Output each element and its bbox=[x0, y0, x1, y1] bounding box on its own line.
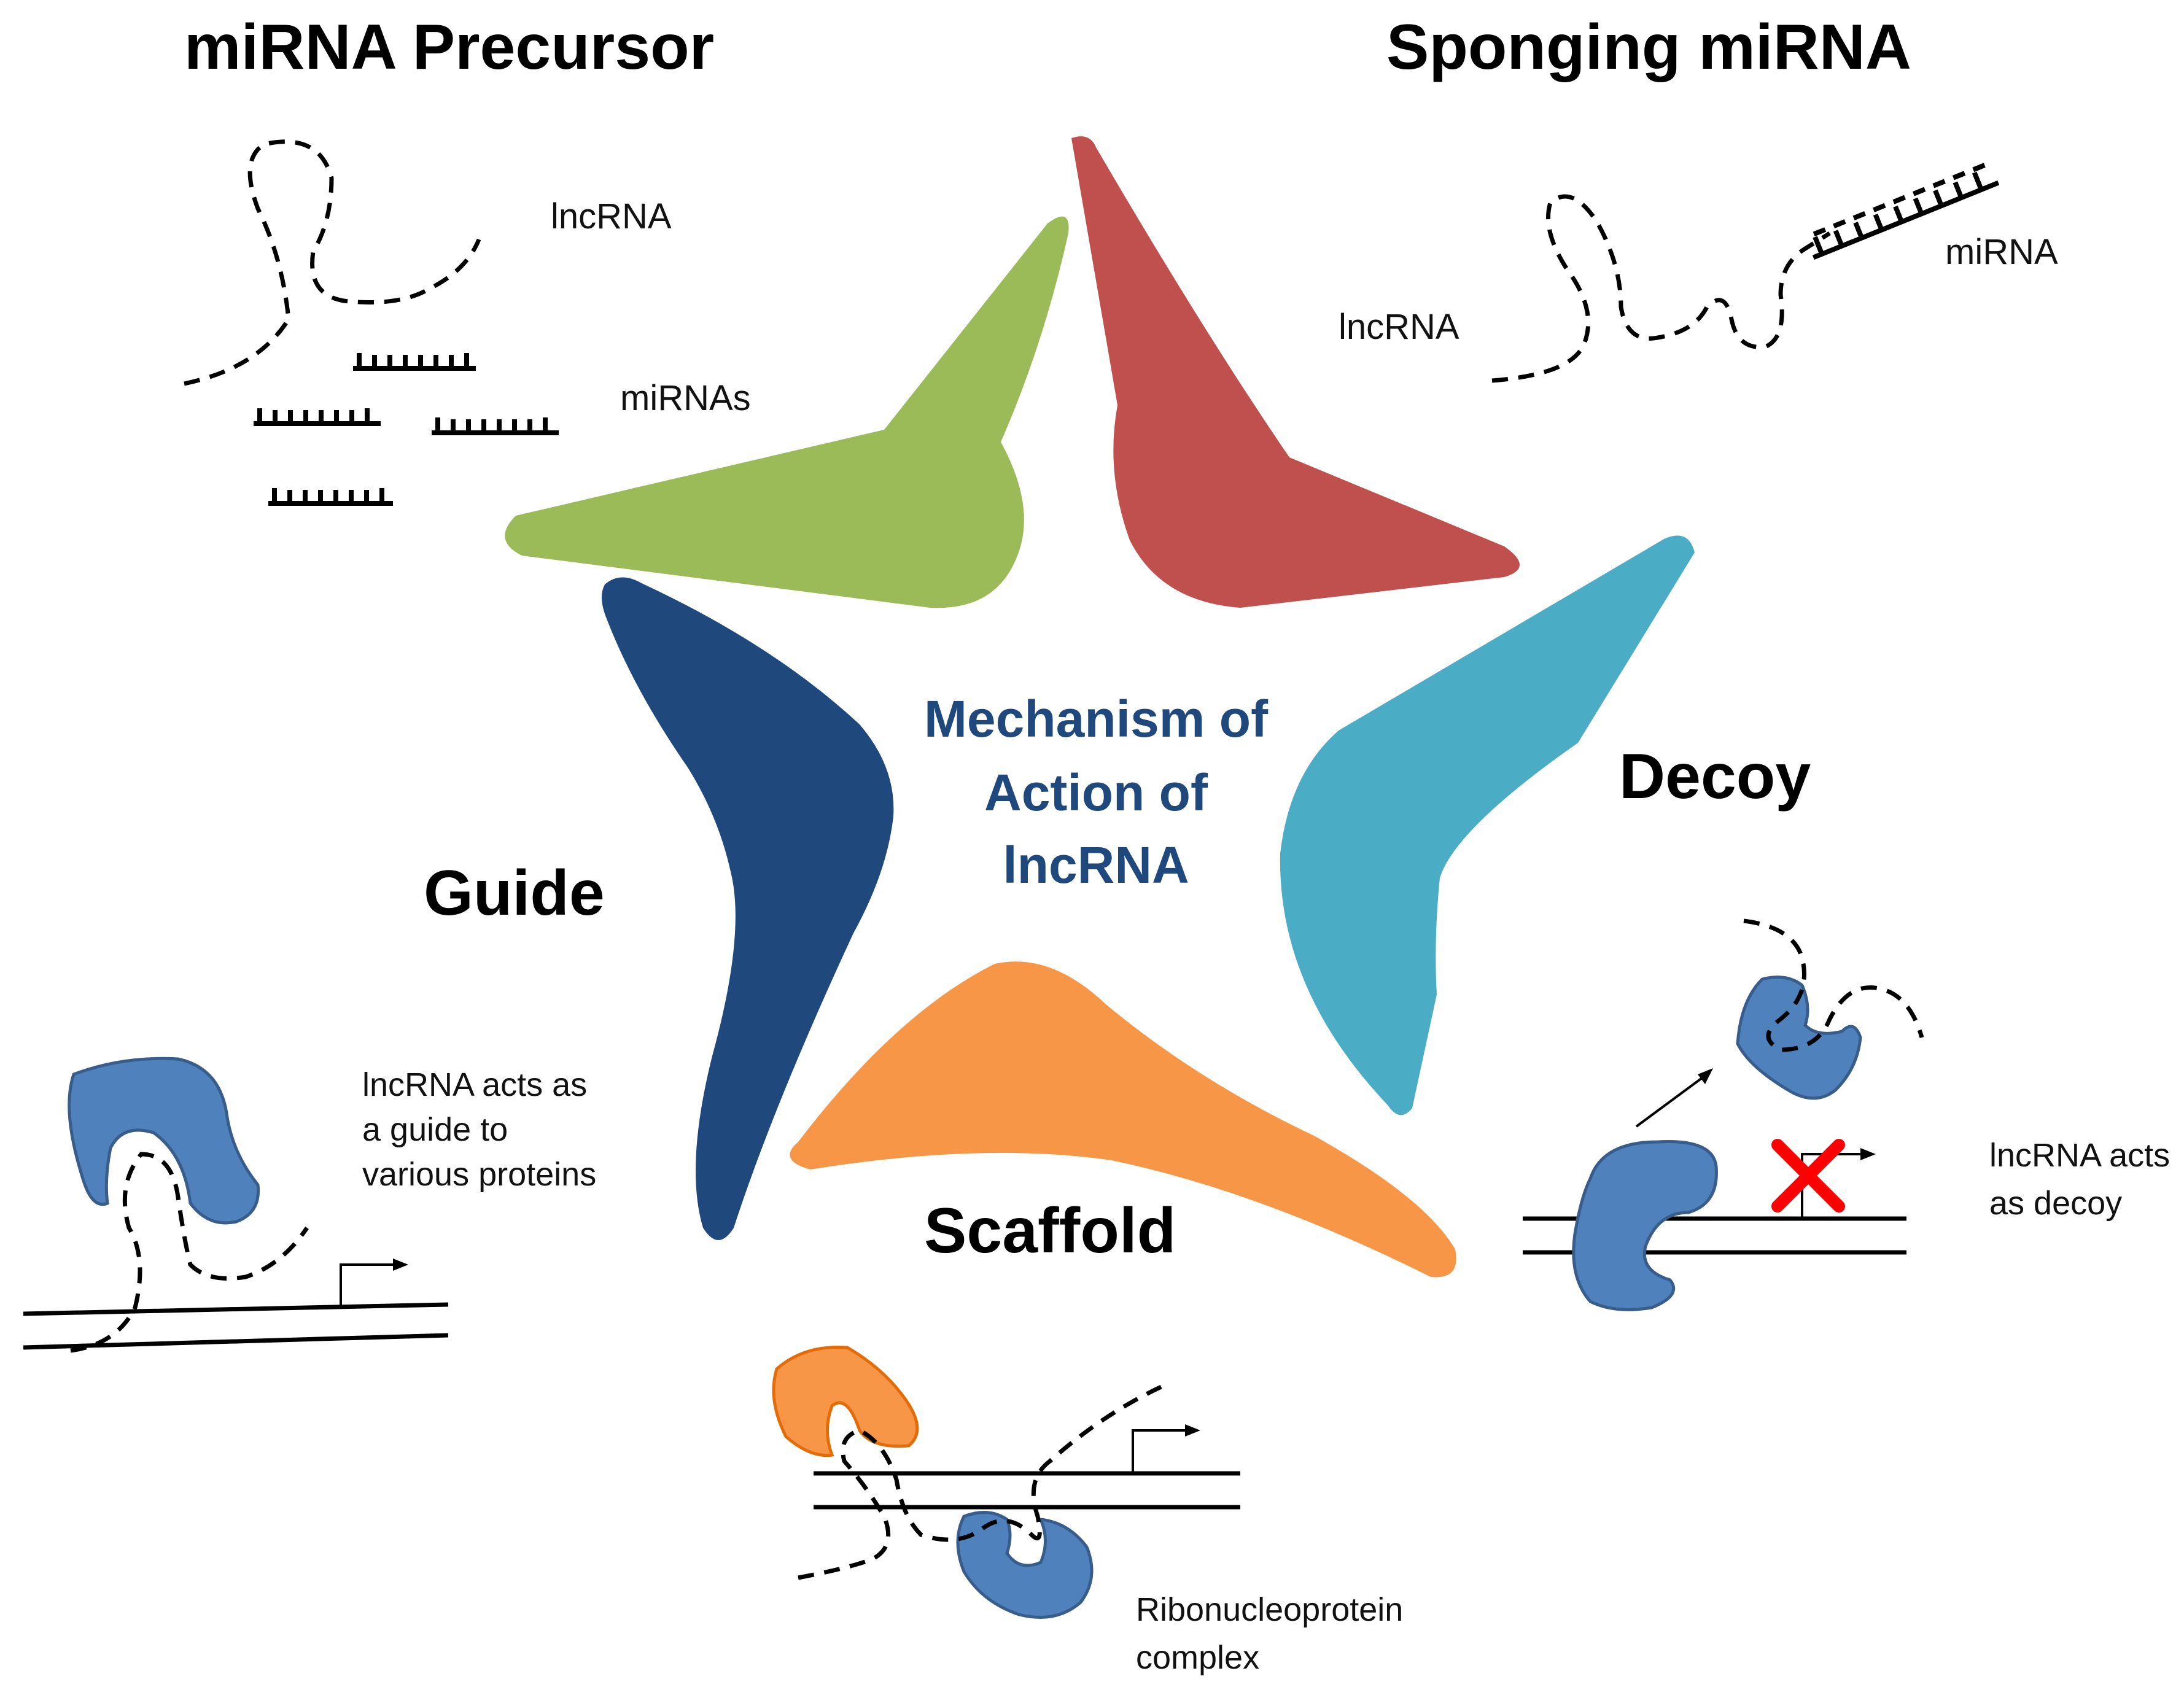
mirna-comb-3 bbox=[432, 417, 559, 435]
scaffold-lncrna-strand bbox=[798, 1382, 1168, 1580]
guide-protein bbox=[68, 1057, 260, 1225]
red-arm-sponging bbox=[1071, 136, 1520, 608]
mirna-precursor-panel: miRNA Precursor lncRNA miRNAs bbox=[184, 12, 751, 506]
sponging-mirna-label: miRNA bbox=[1945, 232, 2058, 272]
guide-dna-top bbox=[23, 1302, 449, 1316]
center-title-line-2: Action of bbox=[984, 764, 1208, 821]
sponging-heading: Sponging miRNA bbox=[1386, 12, 1911, 83]
precursor-lncrna-strand bbox=[184, 139, 481, 386]
mirna-comb-1 bbox=[353, 353, 476, 371]
decoy-arrow-line bbox=[1635, 1073, 1708, 1128]
center-title-line-1: Mechanism of bbox=[924, 690, 1269, 748]
decoy-bound-protein bbox=[1572, 1140, 1718, 1311]
precursor-lncrna-label: lncRNA bbox=[551, 196, 672, 236]
guide-dna-bottom bbox=[23, 1333, 449, 1350]
decoy-panel: Decoy lncRNA acts as decoy bbox=[1523, 741, 2170, 1311]
teal-arm-decoy bbox=[1280, 535, 1695, 1115]
center-title-line-3: lncRNA bbox=[1003, 836, 1189, 894]
star-arms bbox=[505, 136, 1695, 1278]
guide-panel: Guide lncRNA acts as a guide to various … bbox=[23, 858, 605, 1353]
center-title: Mechanism of Action of lncRNA bbox=[924, 690, 1269, 894]
decoy-transcription-start bbox=[1801, 1148, 1876, 1219]
navy-arm-guide bbox=[602, 577, 894, 1240]
scaffold-transcription-start bbox=[1132, 1424, 1200, 1473]
guide-caption-line-1: lncRNA acts as bbox=[362, 1066, 587, 1103]
decoy-caption-line-2: as decoy bbox=[1989, 1185, 2122, 1222]
green-arm-mirna-precursor bbox=[505, 216, 1069, 608]
decoy-heading: Decoy bbox=[1619, 741, 1811, 812]
decoy-block-x-icon bbox=[1771, 1139, 1845, 1212]
mirna-comb-4 bbox=[268, 488, 393, 506]
scaffold-blue-protein bbox=[956, 1511, 1094, 1619]
guide-transcription-start bbox=[340, 1259, 408, 1308]
decoy-caption-line-1: lncRNA acts bbox=[1989, 1137, 2170, 1174]
scaffold-caption-line-1: Ribonucleoprotein bbox=[1136, 1591, 1403, 1628]
decoy-free-protein bbox=[1736, 975, 1862, 1100]
sponging-lncrna-strand bbox=[1491, 194, 1831, 383]
orange-arm-scaffold bbox=[790, 961, 1456, 1278]
guide-lncrna-strand bbox=[70, 1152, 309, 1353]
scaffold-caption-line-2: complex bbox=[1136, 1639, 1259, 1676]
scaffold-heading: Scaffold bbox=[924, 1195, 1176, 1266]
sponging-mirna-comb bbox=[1812, 163, 2000, 260]
sponging-lncrna-label: lncRNA bbox=[1339, 307, 1459, 347]
guide-caption-line-3: various proteins bbox=[362, 1156, 596, 1193]
scaffold-panel: Scaffold Ribonucleoprotein complex bbox=[772, 1195, 1403, 1676]
guide-heading: Guide bbox=[424, 858, 605, 929]
mirna-precursor-heading: miRNA Precursor bbox=[184, 12, 714, 83]
guide-caption-line-2: a guide to bbox=[362, 1111, 508, 1148]
precursor-mirnas-label: miRNAs bbox=[620, 378, 751, 418]
sponging-panel: Sponging miRNA lncRNA miRNA bbox=[1339, 12, 2058, 383]
mirna-comb-2 bbox=[254, 408, 381, 426]
scaffold-orange-protein bbox=[772, 1345, 919, 1457]
decoy-arrow-head bbox=[1698, 1068, 1713, 1084]
